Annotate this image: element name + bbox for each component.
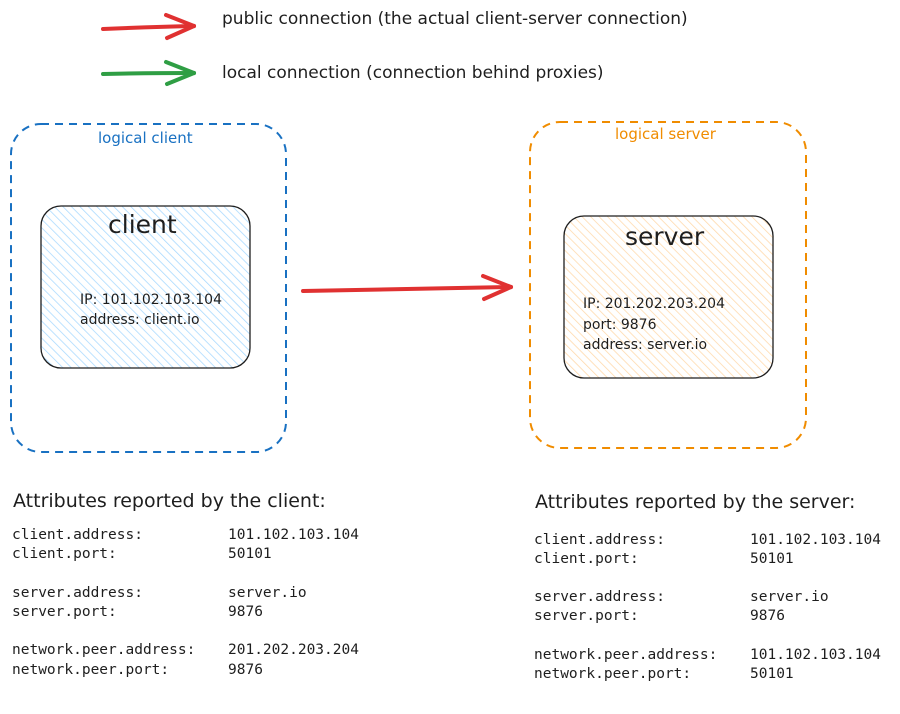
client-attributes-heading: Attributes reported by the client:	[13, 490, 326, 512]
attr-value: 9876	[228, 604, 263, 620]
attr-value: 9876	[228, 662, 263, 678]
server-node-title: server	[625, 222, 705, 251]
client-node-address: address: client.io	[80, 312, 200, 328]
attr-value: server.io	[750, 589, 829, 605]
attr-value: 101.102.103.104	[750, 647, 881, 663]
client-node-box	[40, 205, 251, 369]
attr-value: 50101	[750, 666, 794, 682]
legend-public-arrow	[101, 13, 196, 40]
attr-value: 101.102.103.104	[228, 527, 359, 543]
attr-key: client.port:	[534, 551, 639, 567]
server-node-address: address: server.io	[583, 337, 708, 353]
attr-key: network.peer.address:	[12, 642, 196, 658]
attr-key: server.port:	[12, 604, 117, 620]
logical-client-label: logical client	[98, 129, 193, 147]
server-node-port: port: 9876	[583, 317, 657, 333]
legend-local-arrow	[101, 60, 196, 86]
attr-value: 201.202.203.204	[228, 642, 359, 658]
attr-value: 9876	[750, 608, 785, 624]
attr-value: server.io	[228, 585, 307, 601]
attr-key: server.port:	[534, 608, 639, 624]
attr-value: 50101	[750, 551, 794, 567]
attr-key: network.peer.address:	[534, 647, 718, 663]
attr-key: server.address:	[12, 585, 143, 601]
attr-key: server.address:	[534, 589, 665, 605]
server-node-box	[563, 215, 774, 379]
logical-server-boundary	[529, 121, 807, 449]
attr-key: client.address:	[534, 532, 665, 548]
logical-server-label: logical server	[615, 125, 716, 143]
legend-local-label: local connection (connection behind prox…	[222, 63, 604, 83]
public-connection-arrow	[301, 274, 513, 301]
attr-value: 50101	[228, 546, 272, 562]
client-node-title: client	[108, 210, 177, 239]
attr-key: network.peer.port:	[12, 662, 170, 678]
server-attributes-heading: Attributes reported by the server:	[535, 491, 856, 513]
attr-key: client.port:	[12, 546, 117, 562]
attr-value: 101.102.103.104	[750, 532, 881, 548]
logical-client-boundary	[10, 123, 287, 453]
client-node-ip: IP: 101.102.103.104	[80, 292, 222, 308]
attr-key: client.address:	[12, 527, 143, 543]
legend-public-label: public connection (the actual client-ser…	[222, 9, 688, 29]
attr-key: network.peer.port:	[534, 666, 692, 682]
server-node-ip: IP: 201.202.203.204	[583, 296, 725, 312]
